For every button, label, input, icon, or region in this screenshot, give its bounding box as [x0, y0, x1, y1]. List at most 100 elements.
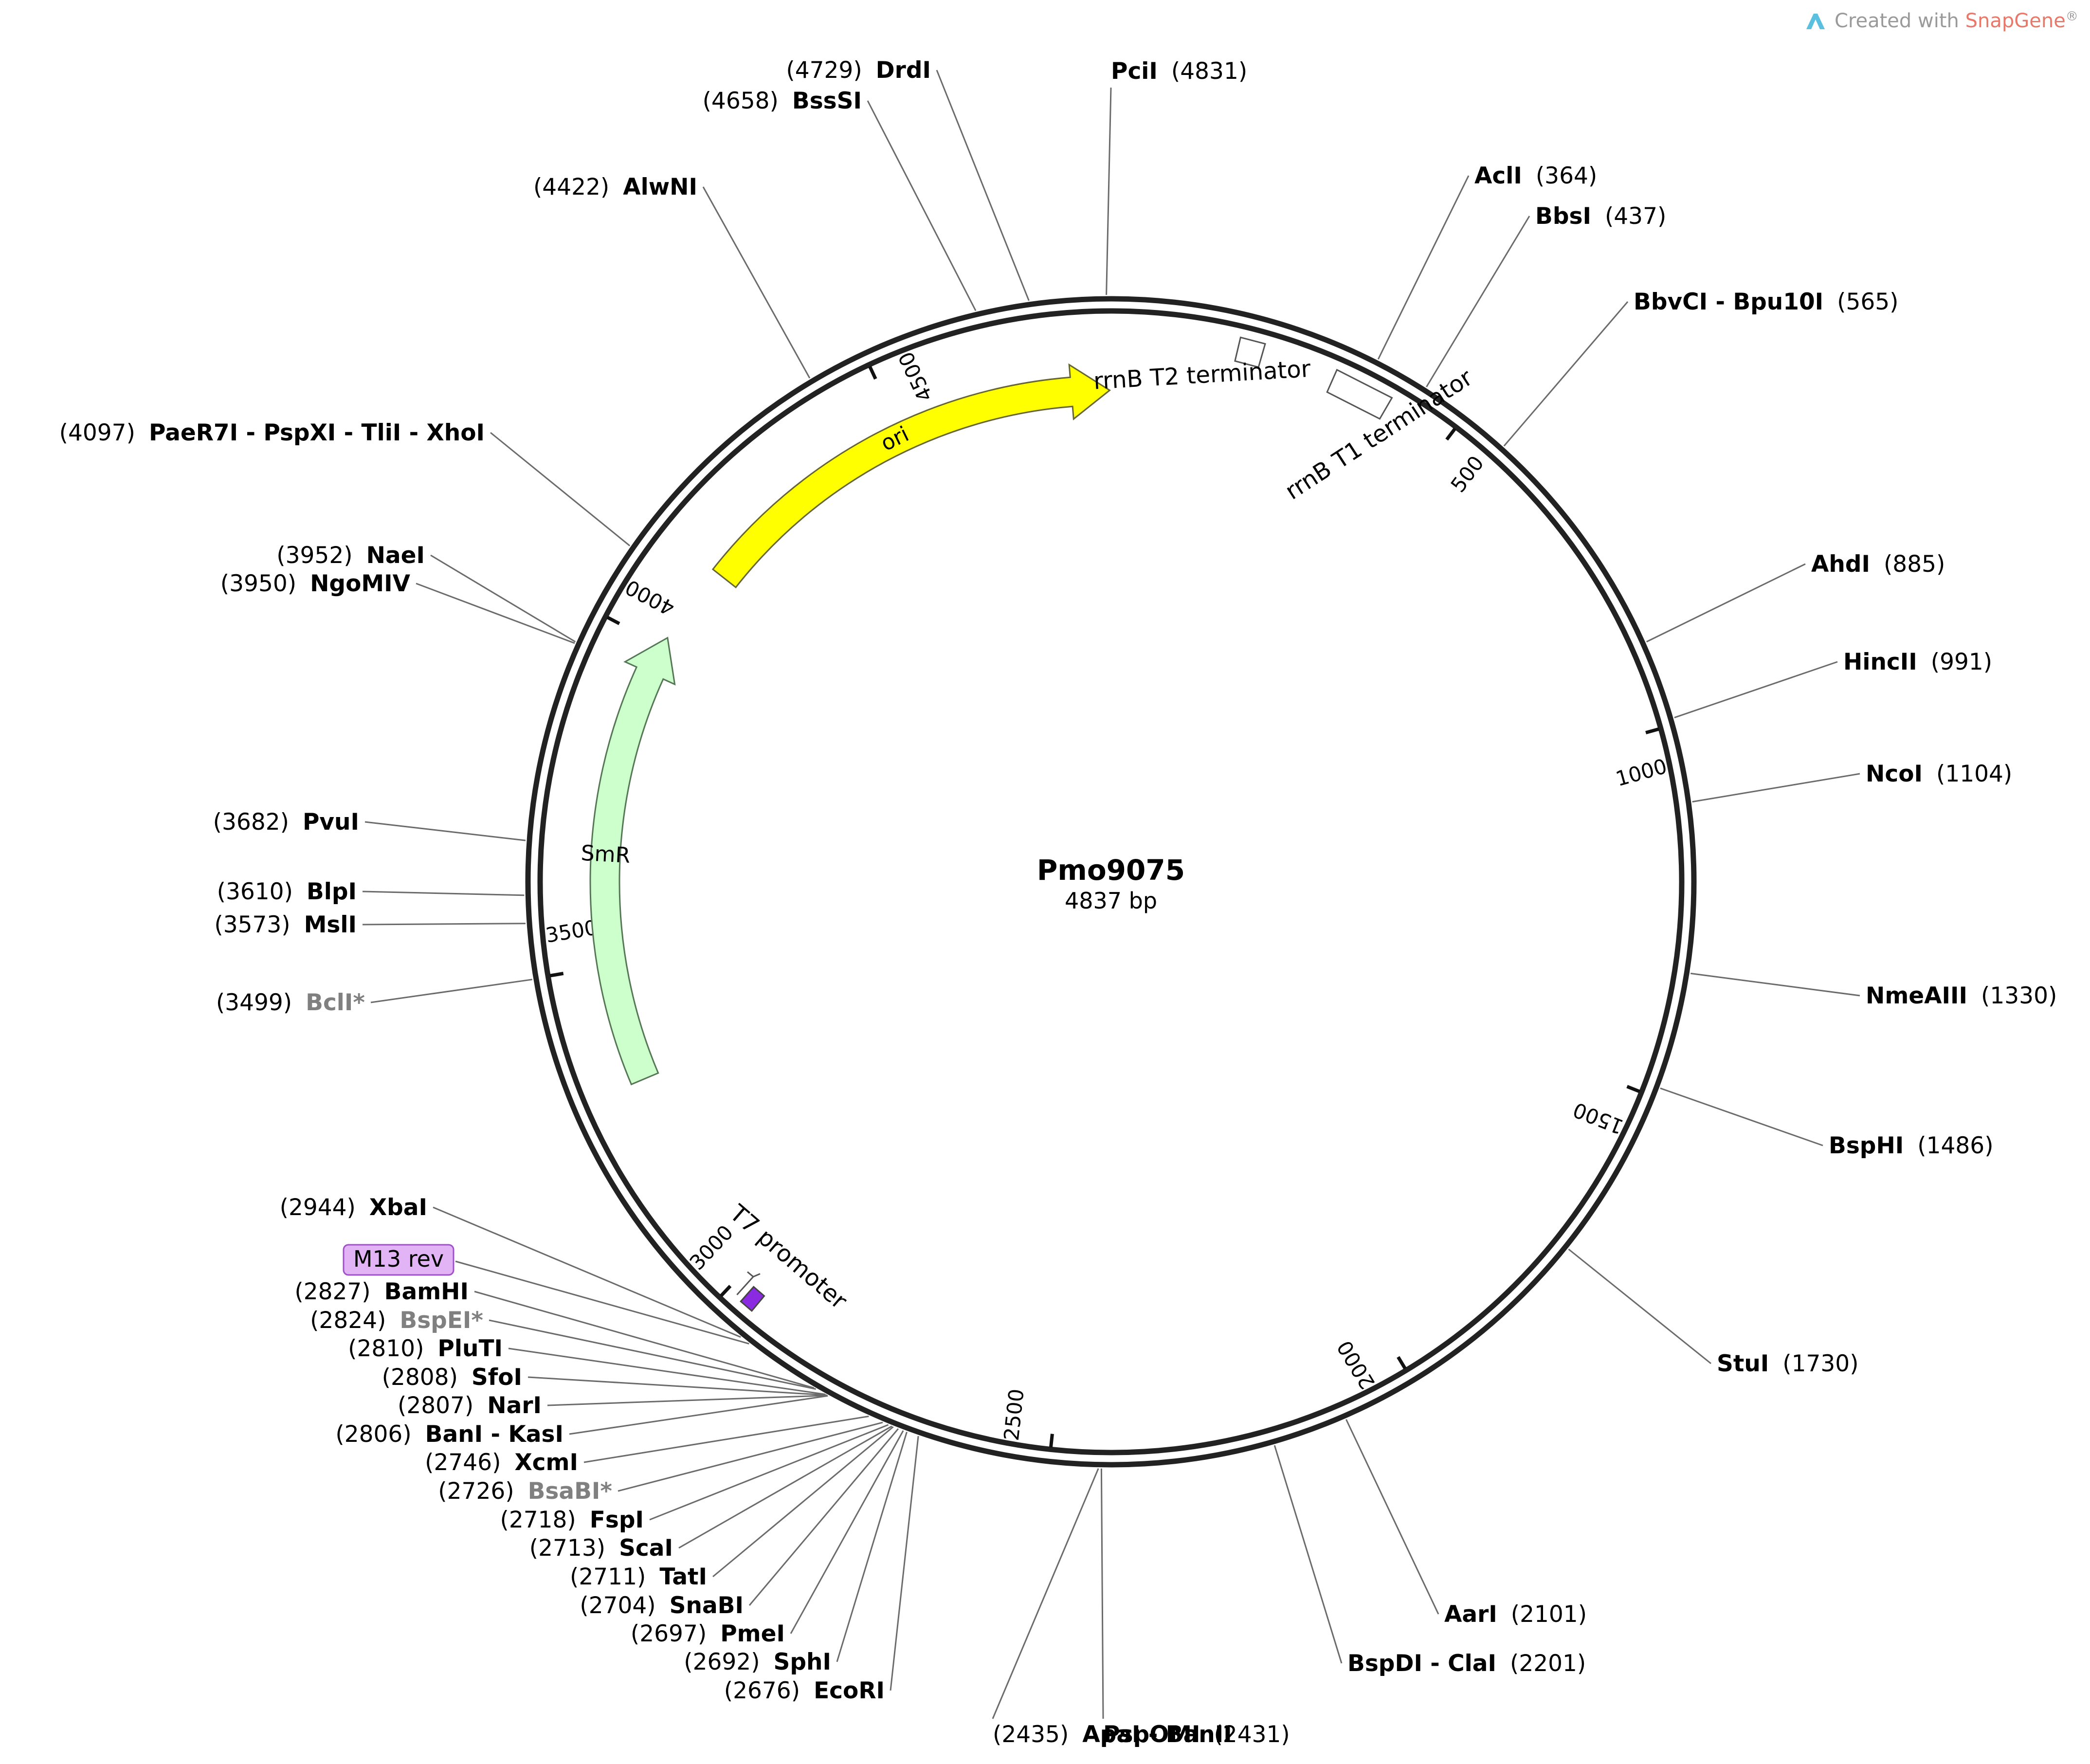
site-acli[interactable]: AclI(364) — [1474, 163, 1597, 189]
site-position: (2726) — [438, 1478, 514, 1505]
leader-pvui — [364, 821, 526, 841]
site-bspei[interactable]: (2824)BspEI* — [310, 1307, 483, 1334]
feature-ori-arrow — [711, 363, 1111, 589]
site-ncoi[interactable]: NcoI(1104) — [1866, 761, 2012, 787]
site-ahdi[interactable]: AhdI(885) — [1811, 551, 1945, 578]
site-pmei-label: (2697)PmeI — [631, 1620, 785, 1647]
site-snabi[interactable]: (2704)SnaBI — [580, 1592, 744, 1619]
site-name: BamHI — [384, 1278, 469, 1305]
tick-label: 1500 — [1570, 1098, 1627, 1139]
site-position: (2808) — [382, 1364, 458, 1391]
site-ngomiv[interactable]: (3950)NgoMIV — [220, 570, 411, 597]
site-name: PluTI — [437, 1335, 503, 1362]
site-aari[interactable]: AarI(2101) — [1444, 1601, 1587, 1628]
backbone-inner-ring — [537, 308, 1685, 1455]
site-position: (2713) — [529, 1535, 605, 1562]
leader-hincii — [1674, 661, 1838, 719]
site-sphi[interactable]: (2692)SphI — [684, 1649, 831, 1675]
site-position: (2806) — [335, 1421, 411, 1448]
site-position: (885) — [1884, 551, 1945, 578]
site-pluti[interactable]: (2810)PluTI — [348, 1335, 503, 1362]
leader-tati — [712, 1426, 894, 1578]
site-xcmi[interactable]: (2746)XcmI — [425, 1449, 578, 1476]
site-name: NarI — [487, 1392, 542, 1419]
feature-t7-promoter-box — [740, 1286, 765, 1312]
site-position: (437) — [1605, 203, 1666, 230]
leader-nmeaiii — [1690, 972, 1860, 997]
leader-pmei — [790, 1430, 904, 1634]
leader-xcmi — [583, 1416, 869, 1463]
leader-fspi — [649, 1424, 889, 1521]
primer-m13-rev[interactable]: M13 rev — [343, 1244, 454, 1276]
site-aari-label: AarI(2101) — [1444, 1601, 1587, 1628]
site-bcli[interactable]: (3499)BclI* — [216, 989, 365, 1016]
site-tati[interactable]: (2711)TatI — [570, 1564, 707, 1590]
site-stui[interactable]: StuI(1730) — [1717, 1350, 1859, 1377]
site-nari-label: (2807)NarI — [398, 1392, 542, 1419]
site-position: (1104) — [1936, 761, 2012, 787]
site-drdi[interactable]: (4729)DrdI — [786, 57, 931, 84]
tick-mark — [1445, 427, 1456, 441]
site-msli[interactable]: (3573)MslI — [214, 911, 357, 938]
site-snabi-label: (2704)SnaBI — [580, 1592, 744, 1619]
site-paer7i-pspxi-tlii-xhoi[interactable]: (4097)PaeR7I - PspXI - TliI - XhoI — [59, 419, 485, 446]
site-name: AarI — [1444, 1601, 1497, 1628]
site-ecori[interactable]: (2676)EcoRI — [724, 1677, 885, 1704]
site-pvui[interactable]: (3682)PvuI — [213, 809, 359, 836]
site-pspomi[interactable]: PspOMI(2431) — [1103, 1721, 1290, 1748]
site-name: XbaI — [369, 1194, 427, 1221]
site-bspdi-clai[interactable]: BspDI - ClaI(2201) — [1347, 1650, 1586, 1677]
site-bsabi[interactable]: (2726) BsaBI* — [438, 1478, 612, 1505]
site-pmei[interactable]: (2697)PmeI — [631, 1620, 785, 1647]
leader-ahdi — [1646, 563, 1806, 643]
site-pcii[interactable]: PciI(4831) — [1111, 58, 1247, 85]
site-blpi[interactable]: (3610)BlpI — [217, 878, 357, 905]
site-name: BsaBI* — [528, 1478, 612, 1505]
site-bsphi[interactable]: BspHI(1486) — [1829, 1132, 1994, 1159]
site-bbsi[interactable]: BbsI(437) — [1535, 203, 1666, 230]
site-scai[interactable]: (2713) ScaI — [529, 1535, 673, 1562]
site-pvui-label: (3682)PvuI — [213, 809, 359, 836]
site-bamhi[interactable]: (2827)BamHI — [294, 1278, 469, 1305]
site-name: PaeR7I - PspXI - TliI - XhoI — [149, 419, 485, 446]
site-stui-label: StuI(1730) — [1717, 1350, 1859, 1377]
site-bbvci-bpu10i-label: BbvCI - Bpu10I(565) — [1634, 289, 1899, 315]
site-ngomiv-label: (3950)NgoMIV — [220, 570, 411, 597]
site-pspomi-label: PspOMI(2431) — [1103, 1721, 1290, 1748]
site-name: PvuI — [303, 809, 359, 836]
site-bbvci-bpu10i[interactable]: BbvCI - Bpu10I(565) — [1634, 289, 1899, 315]
tick-label: 500 — [1446, 451, 1489, 496]
site-name: HincII — [1843, 649, 1917, 675]
site-bani-kasi[interactable]: (2806)BanI - KasI — [335, 1421, 563, 1448]
site-nmeaiii[interactable]: NmeAIII(1330) — [1866, 982, 2057, 1009]
site-xbai[interactable]: (2944)XbaI — [280, 1194, 427, 1221]
site-name: ScaI — [619, 1535, 673, 1562]
site-bsssi-label: (4658)BssSI — [703, 88, 862, 114]
site-bsssi[interactable]: (4658)BssSI — [703, 88, 862, 114]
site-nari[interactable]: (2807)NarI — [398, 1392, 542, 1419]
site-apai-banii[interactable]: (2435)ApaI - BanII — [993, 1721, 1232, 1748]
leader-ngomiv — [416, 582, 575, 644]
backbone — [525, 296, 1697, 1468]
site-position: (2435) — [993, 1721, 1069, 1748]
site-alwni-label: (4422)AlwNI — [533, 174, 697, 200]
site-alwni[interactable]: (4422)AlwNI — [533, 174, 697, 200]
tick-label: 4000 — [621, 575, 678, 620]
tick-mark — [549, 972, 564, 978]
site-naei[interactable]: (3952)NaeI — [276, 542, 425, 569]
site-sfoi[interactable]: (2808)SfoI — [382, 1364, 522, 1391]
site-fspi[interactable]: (2718)FspI — [500, 1507, 644, 1533]
site-bani-kasi-label: (2806)BanI - KasI — [335, 1421, 563, 1448]
feature-rrnb-t1-terminator-box — [1326, 368, 1393, 420]
site-pcii-label: PciI(4831) — [1111, 58, 1247, 85]
site-name: DrdI — [876, 57, 931, 84]
leader-pluti — [508, 1347, 826, 1395]
leader-bspei — [489, 1319, 817, 1390]
site-xbai-label: (2944)XbaI — [280, 1194, 427, 1221]
site-position: (4658) — [703, 88, 779, 114]
site-position: (3950) — [220, 570, 296, 597]
site-hincii[interactable]: HincII(991) — [1843, 649, 1992, 675]
leader-bamhi — [474, 1291, 815, 1389]
leader-msli — [362, 923, 526, 926]
site-pluti-label: (2810)PluTI — [348, 1335, 503, 1362]
